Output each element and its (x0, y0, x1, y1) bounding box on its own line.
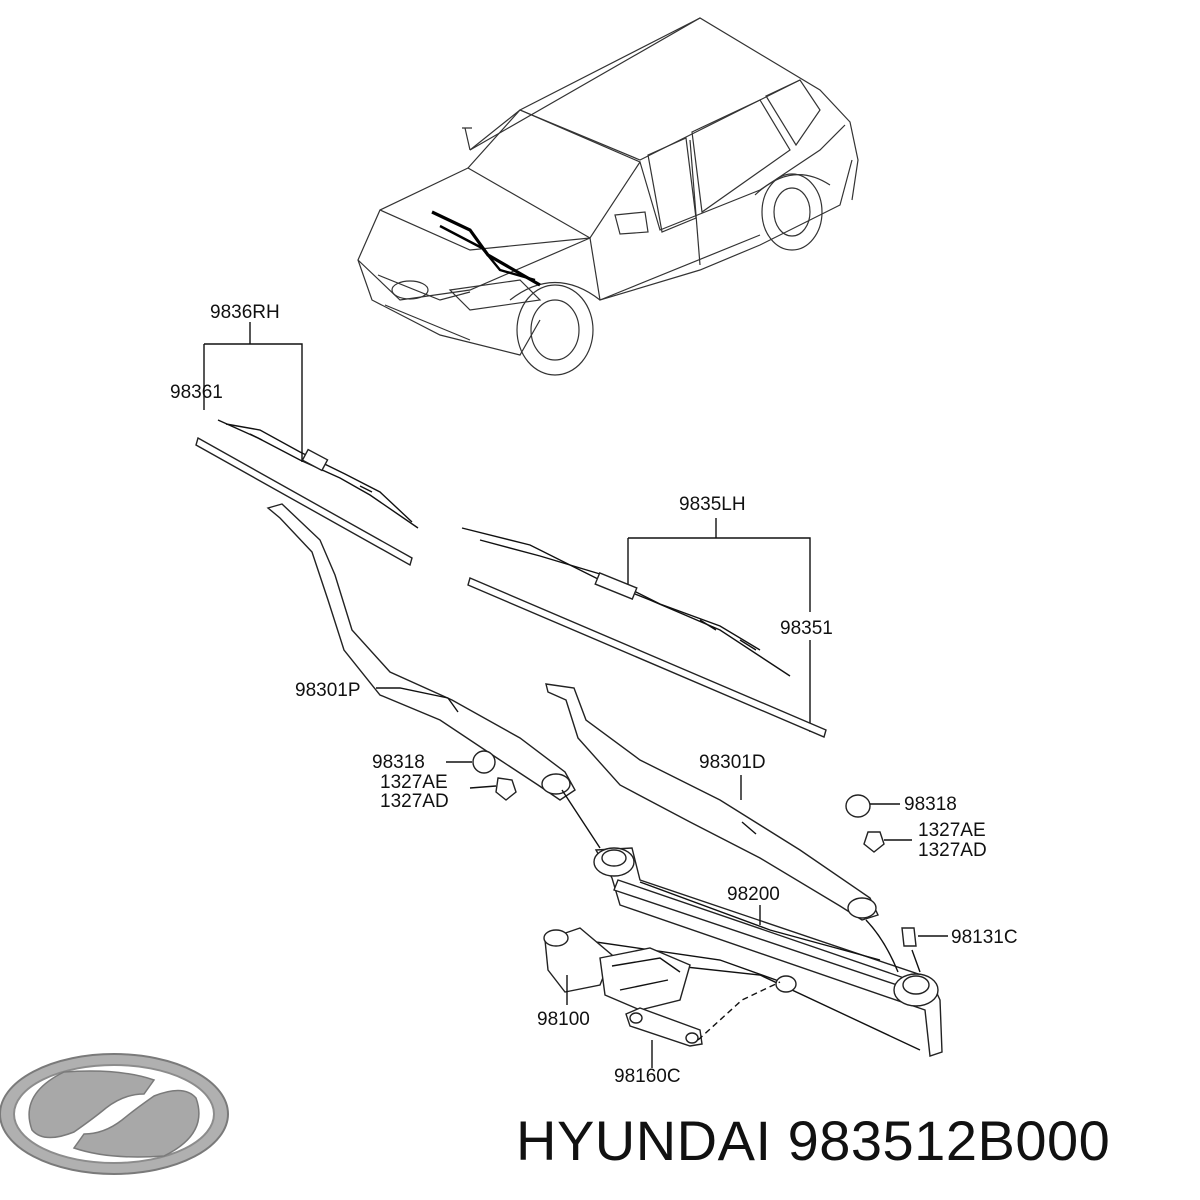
part-number: 983512B000 (787, 1109, 1111, 1172)
label-98200: 98200 (727, 884, 780, 905)
label-9836rh: 9836RH (210, 302, 280, 323)
rh-blade-assembly (195, 322, 419, 567)
label-98301p: 98301P (295, 680, 361, 701)
leader-lines (376, 687, 948, 1068)
label-98318-right: 98318 (904, 794, 957, 815)
part-caption: HYUNDAI 983512B000 (516, 1108, 1110, 1173)
label-98301d: 98301D (699, 752, 766, 773)
arm-driver (545, 683, 879, 921)
callout-labels: 9836RH 98361 9835LH 98351 98301P 98318 1… (170, 302, 1018, 1087)
label-9835lh: 9835LH (679, 494, 746, 515)
label-98318-left: 98318 (372, 752, 425, 773)
linkage-assembly (561, 789, 943, 1057)
fasteners (472, 750, 917, 947)
label-98351: 98351 (780, 618, 833, 639)
label-98131c: 98131C (951, 927, 1018, 948)
label-1327ad-left: 1327AD (380, 791, 449, 812)
arm-passenger (266, 503, 576, 801)
label-98160c: 98160C (614, 1066, 681, 1087)
label-98100: 98100 (537, 1009, 590, 1030)
label-1327ae-left: 1327AE (380, 772, 448, 793)
hyundai-logo (0, 1053, 229, 1175)
crank-arm (625, 981, 781, 1047)
vehicle-illustration (357, 17, 859, 376)
label-1327ae-right: 1327AE (918, 820, 986, 841)
label-1327ad-right: 1327AD (918, 840, 987, 861)
brand-name: HYUNDAI (516, 1109, 772, 1172)
lh-blade-assembly (461, 518, 827, 738)
wiper-motor (543, 927, 691, 1011)
label-98361: 98361 (170, 382, 223, 403)
